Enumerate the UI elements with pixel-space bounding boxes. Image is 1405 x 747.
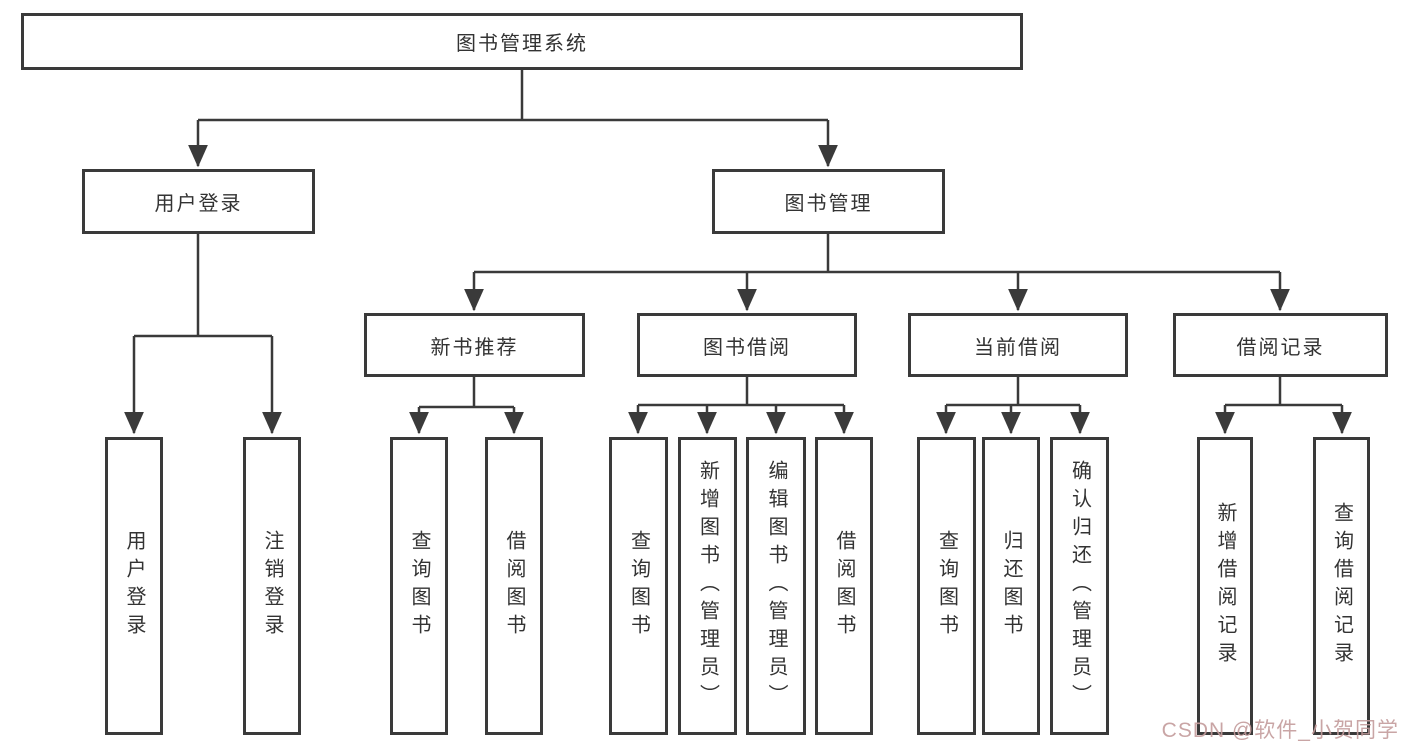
leaf-borrow-books-borrowing: 借阅图书 (815, 437, 873, 735)
leaf-add-borrowing-record-label: 新增借阅记录 (1214, 502, 1236, 670)
watermark: CSDN @软件_小贺同学 (1161, 719, 1399, 742)
node-book-borrowing: 图书借阅 (637, 313, 857, 377)
node-book-management: 图书管理 (712, 169, 945, 234)
leaf-return-books-label: 归还图书 (1000, 530, 1022, 642)
node-library-management-system: 图书管理系统 (21, 13, 1023, 70)
leaf-borrow-books-borrowing-label: 借阅图书 (833, 530, 855, 642)
leaf-query-borrowing-record-label: 查询借阅记录 (1330, 502, 1353, 670)
leaf-logout-label: 注销登录 (261, 530, 283, 642)
node-current-borrowing: 当前借阅 (908, 313, 1128, 377)
node-user-login: 用户登录 (82, 169, 315, 234)
leaf-query-books-recommendation-label: 查询图书 (408, 530, 430, 642)
leaf-query-books-current: 查询图书 (917, 437, 976, 735)
leaf-return-books: 归还图书 (982, 437, 1040, 735)
leaf-confirm-return-admin: 确认归还（管理员） (1050, 437, 1109, 735)
leaf-add-borrowing-record: 新增借阅记录 (1197, 437, 1253, 735)
leaf-borrow-books-recommendation-label: 借阅图书 (503, 530, 525, 642)
leaf-query-books-current-label: 查询图书 (935, 530, 958, 642)
leaf-logout: 注销登录 (243, 437, 301, 735)
leaf-add-books-admin-label: 新增图书（管理员） (696, 460, 719, 712)
leaf-edit-books-admin: 编辑图书（管理员） (746, 437, 806, 735)
leaf-query-books-recommendation: 查询图书 (390, 437, 448, 735)
leaf-borrow-books-recommendation: 借阅图书 (485, 437, 543, 735)
leaf-query-books-borrowing: 查询图书 (609, 437, 668, 735)
leaf-query-borrowing-record: 查询借阅记录 (1313, 437, 1370, 735)
leaf-query-books-borrowing-label: 查询图书 (627, 530, 650, 642)
leaf-confirm-return-admin-label: 确认归还（管理员） (1068, 460, 1091, 712)
node-borrowing-records: 借阅记录 (1173, 313, 1388, 377)
leaf-user-login-label: 用户登录 (123, 530, 145, 642)
leaf-user-login: 用户登录 (105, 437, 163, 735)
node-new-book-recommendation: 新书推荐 (364, 313, 585, 377)
leaf-add-books-admin: 新增图书（管理员） (678, 437, 737, 735)
leaf-edit-books-admin-label: 编辑图书（管理员） (765, 460, 787, 712)
